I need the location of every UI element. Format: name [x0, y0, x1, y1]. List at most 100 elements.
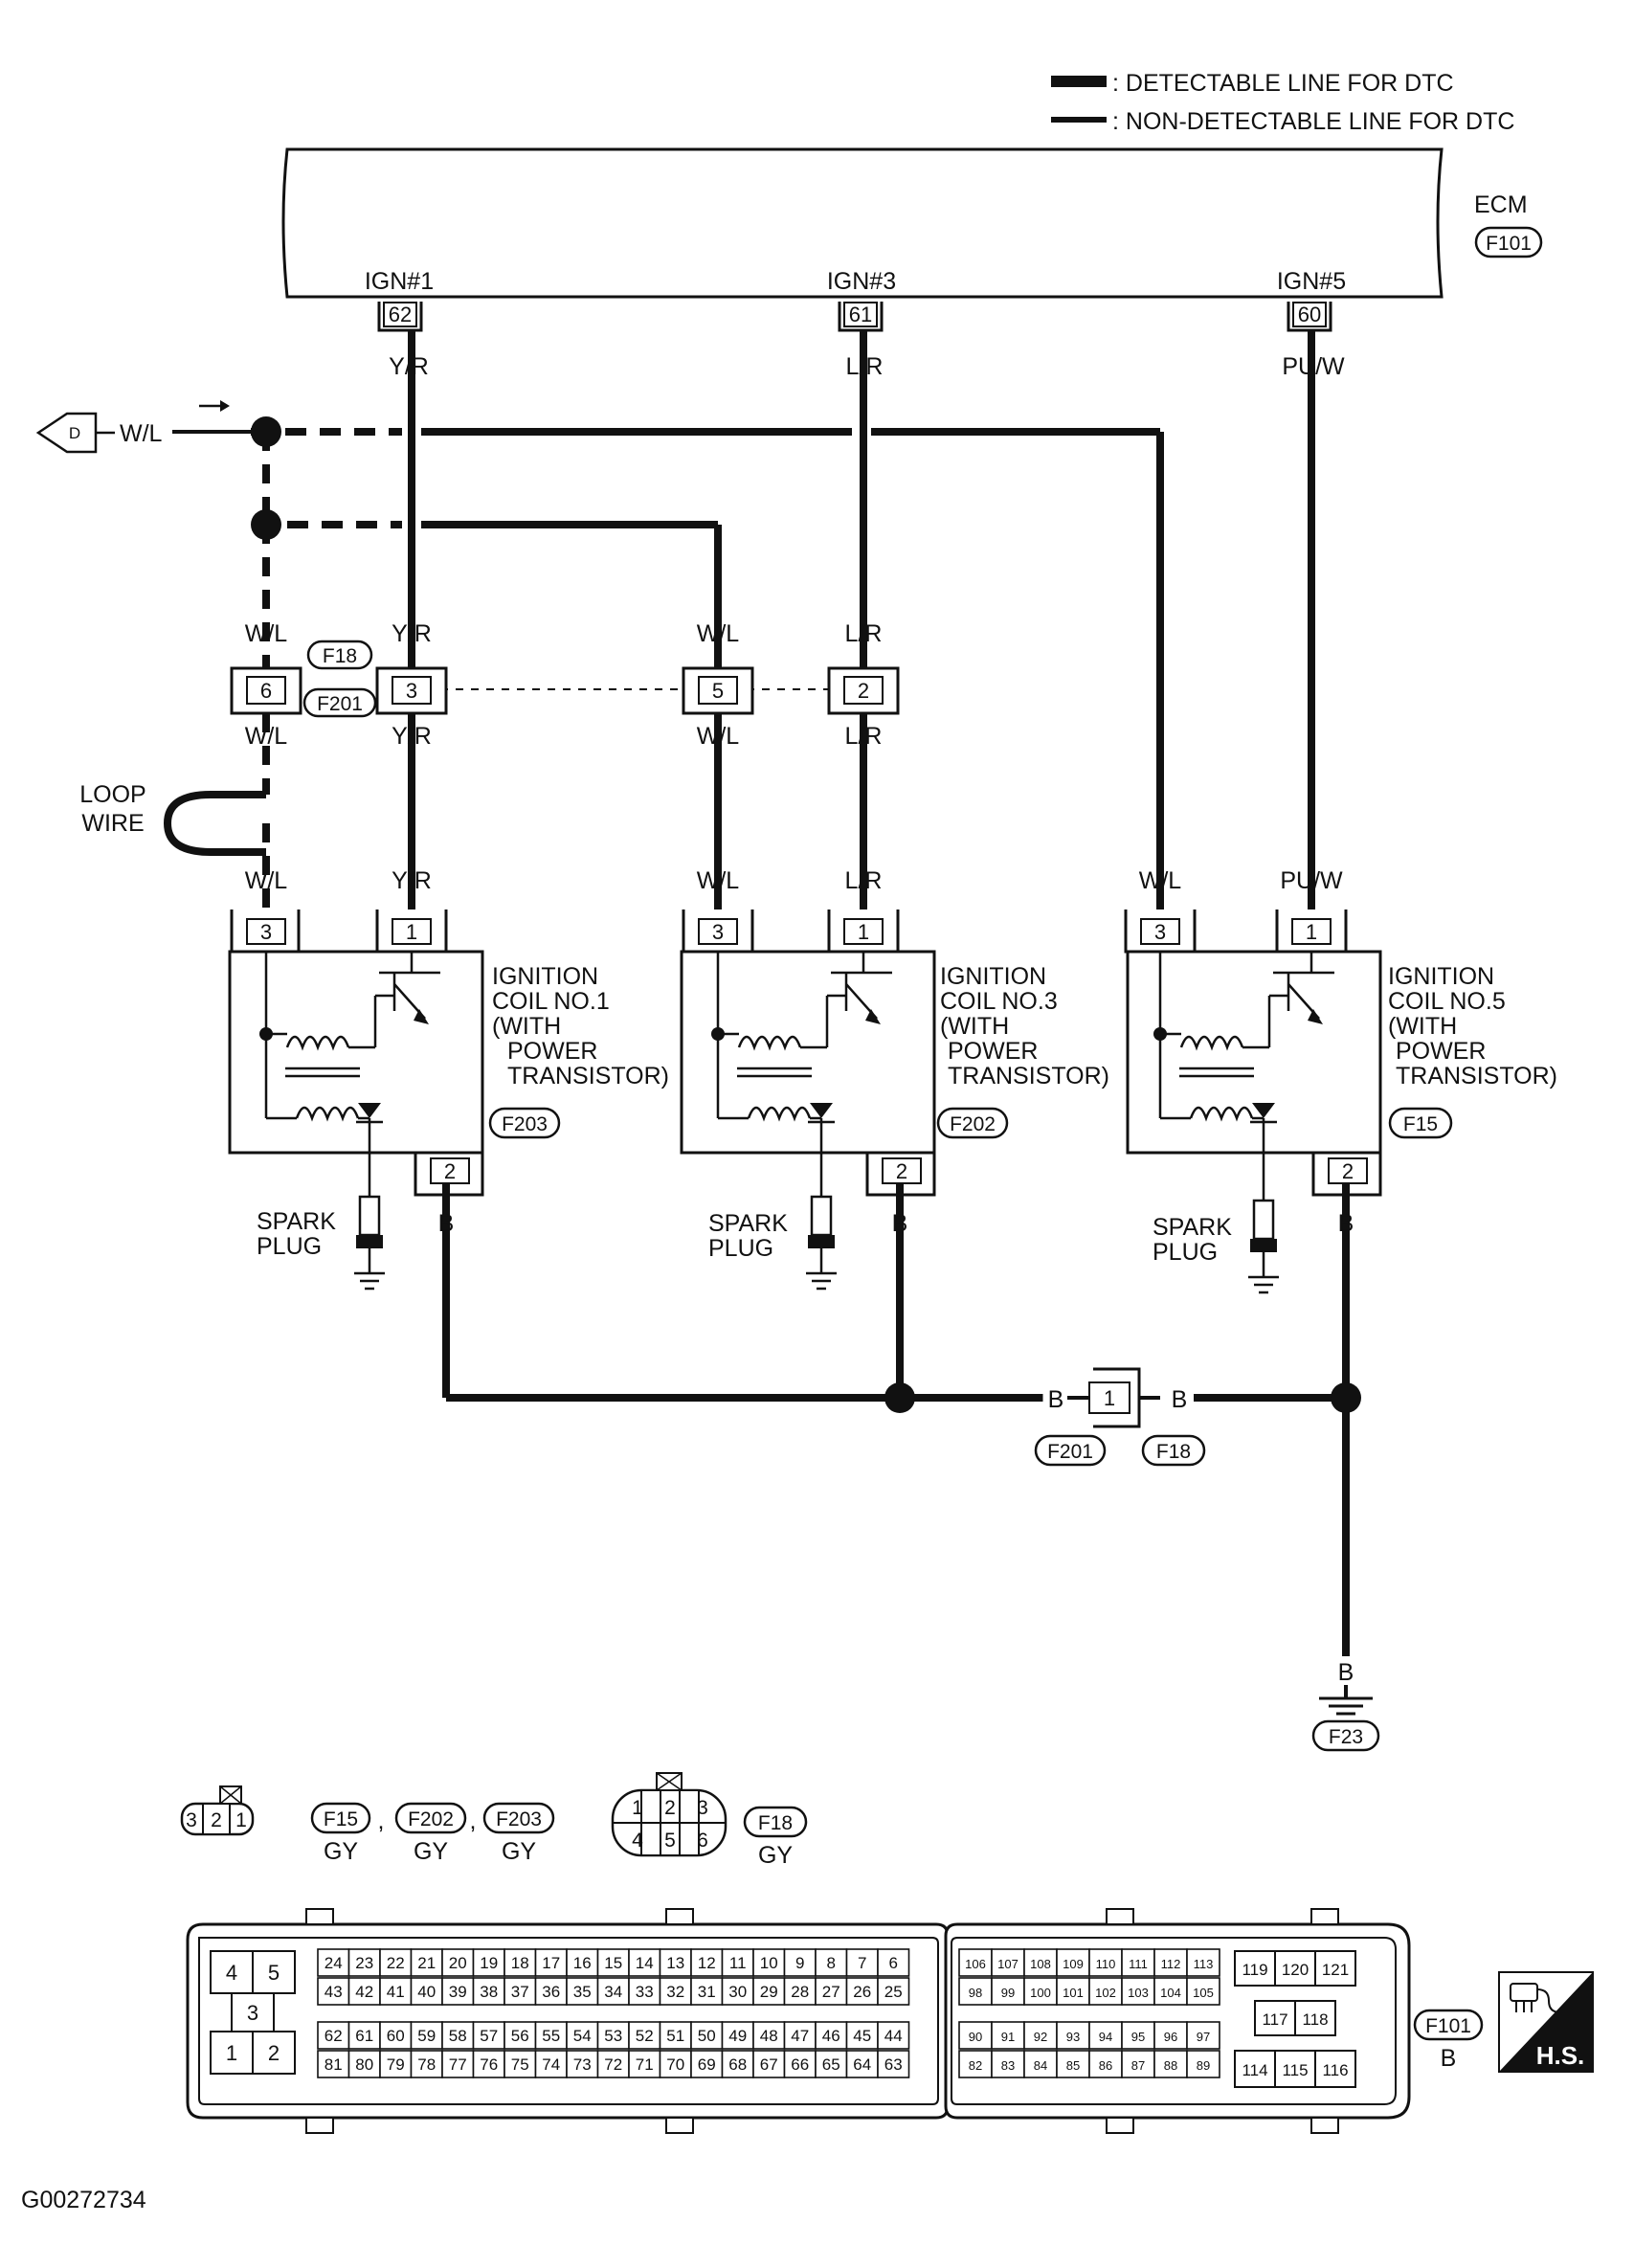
connector-pin-number: 26 — [853, 1983, 871, 2001]
coil-5-connector: F15 — [1403, 1113, 1438, 1135]
svg-text:2: 2 — [1342, 1159, 1354, 1183]
connector-pin-number: 98 — [969, 1986, 982, 2000]
connector-pin-cell — [845, 1948, 879, 1977]
connector-pin-number: 95 — [1131, 2030, 1145, 2044]
connector-pin-number: 91 — [1001, 2030, 1015, 2044]
connector-pin-number: 23 — [355, 1954, 373, 1972]
connector-pin-cell — [1023, 1977, 1058, 2006]
connector-pin-number: 80 — [355, 2055, 373, 2074]
svg-text:121: 121 — [1322, 1961, 1349, 1979]
connector-pin-number: 108 — [1030, 1957, 1051, 1971]
connector-pin-cell — [1056, 1977, 1090, 2006]
svg-text:118: 118 — [1302, 2010, 1328, 2029]
connector-pin-number: 46 — [822, 2027, 840, 2045]
ground-symbol: B F23 — [1311, 1659, 1380, 1752]
connector-pin-cell — [1088, 2021, 1123, 2050]
connector-pin-cell — [783, 1977, 817, 2006]
svg-text:Y/R: Y/R — [392, 620, 432, 647]
connector-pin-number: 41 — [387, 1983, 405, 2001]
ecm-connector-label-group: F101 B — [1413, 2009, 1484, 2072]
svg-text:1: 1 — [858, 920, 869, 944]
connector-pin-number: 106 — [965, 1957, 986, 1971]
connector-pin-cell — [441, 1948, 475, 1977]
svg-text:GY: GY — [414, 1838, 448, 1865]
connector-pin-number: 63 — [884, 2055, 903, 2074]
connector-pin-number: 66 — [791, 2055, 809, 2074]
connector-pin-number: 71 — [636, 2055, 654, 2074]
connector-pin-number: 48 — [760, 2027, 778, 2045]
connector-pin-number: 94 — [1099, 2030, 1112, 2044]
connector-pin-cell — [815, 2050, 848, 2078]
legend-detectable-swatch — [1051, 76, 1107, 87]
svg-text:F18: F18 — [758, 1812, 793, 1834]
svg-text:1: 1 — [235, 1809, 247, 1831]
loop-wire-label: WIRE — [81, 810, 144, 837]
connector-pin-cell — [441, 2050, 475, 2078]
svg-text:COIL NO.5: COIL NO.5 — [1388, 988, 1506, 1015]
connector-pin-cell — [1023, 2050, 1058, 2078]
connector-pin-cell — [815, 1948, 848, 1977]
connector-pin-cell — [410, 2021, 443, 2050]
supply-input: D W/L — [35, 400, 251, 454]
connector-pin-cell — [504, 2021, 537, 2050]
connector-pin-number: 27 — [822, 1983, 840, 2001]
connector-pin-cell — [1088, 1948, 1123, 1977]
hs-badge: H.S. — [1498, 1971, 1594, 2073]
six-pin-connector-view: 1 2 3 4 5 6 F18 GY — [611, 1772, 808, 1869]
ecm-connector-label: F101 — [1486, 233, 1532, 255]
connector-pin-number: 9 — [795, 1954, 804, 1972]
connector-pin-number: 113 — [1194, 1957, 1214, 1971]
connector-pin-number: 112 — [1161, 1957, 1181, 1971]
ignition-coil-3: 3 1 2 IGNITION COIL NO — [680, 909, 1109, 1208]
connector-pin-number: 74 — [542, 2055, 560, 2074]
connector-pin-number: 43 — [325, 1983, 343, 2001]
connector-pin-cell — [877, 2050, 910, 2078]
connector-pin-number: 83 — [1001, 2058, 1015, 2073]
ecm-terminal-ign5: IGN#5 60 PU/W — [1277, 268, 1346, 380]
figure-id: G00272734 — [21, 2187, 146, 2213]
svg-text:TRANSISTOR): TRANSISTOR) — [948, 1063, 1109, 1089]
svg-text:IGNITION: IGNITION — [492, 963, 598, 990]
harness-pin-5: 5 — [682, 666, 754, 715]
connector-pin-cell — [1186, 2050, 1220, 2078]
connector-pin-number: 57 — [480, 2027, 498, 2045]
connector-pin-number: 97 — [1197, 2030, 1210, 2044]
connector-pin-number: 92 — [1034, 2030, 1047, 2044]
svg-text:SPARK: SPARK — [257, 1208, 336, 1235]
connector-pin-number: 104 — [1160, 1986, 1181, 2000]
svg-text:6: 6 — [697, 1830, 708, 1852]
svg-text:1: 1 — [1306, 920, 1317, 944]
legend: : DETECTABLE LINE FOR DTC : NON-DETECTAB… — [1051, 70, 1514, 135]
connector-pin-number: 61 — [355, 2027, 373, 2045]
svg-text:120: 120 — [1282, 1961, 1309, 1979]
splice-dot — [251, 509, 281, 540]
connector-pin-cell — [317, 2050, 350, 2078]
connector-pin-number: 85 — [1066, 2058, 1080, 2073]
svg-text:W/L: W/L — [697, 723, 740, 750]
connector-pin-number: 87 — [1131, 2058, 1145, 2073]
spark-plug-1: SPARK PLUG — [257, 1195, 385, 1291]
connector-pin-cell — [347, 1977, 381, 2006]
connector-pin-cell — [1153, 2050, 1188, 2078]
connector-pin-number: 54 — [573, 2027, 592, 2045]
svg-text:GY: GY — [758, 1842, 793, 1869]
hs-badge-label: H.S. — [1536, 2041, 1585, 2070]
supply-tag: D — [69, 424, 80, 442]
connector-pin-number: 99 — [1001, 1986, 1015, 2000]
svg-text:62: 62 — [389, 303, 412, 326]
connector-pin-cell — [690, 1977, 724, 2006]
connector-pin-cell — [504, 1977, 537, 2006]
svg-text:(WITH: (WITH — [1388, 1013, 1457, 1040]
connector-pin-cell — [721, 1948, 754, 1977]
svg-text:POWER: POWER — [507, 1038, 597, 1065]
svg-text:IGNITION: IGNITION — [1388, 963, 1494, 990]
connector-pin-number: 78 — [417, 2055, 436, 2074]
svg-text:SPARK: SPARK — [708, 1210, 788, 1237]
connector-pin-cell — [721, 2050, 754, 2078]
connector-pin-number: 21 — [417, 1954, 436, 1972]
connector-pin-number: 55 — [542, 2027, 560, 2045]
connector-pin-number: 103 — [1128, 1986, 1149, 2000]
svg-text:PU/W: PU/W — [1280, 867, 1343, 894]
